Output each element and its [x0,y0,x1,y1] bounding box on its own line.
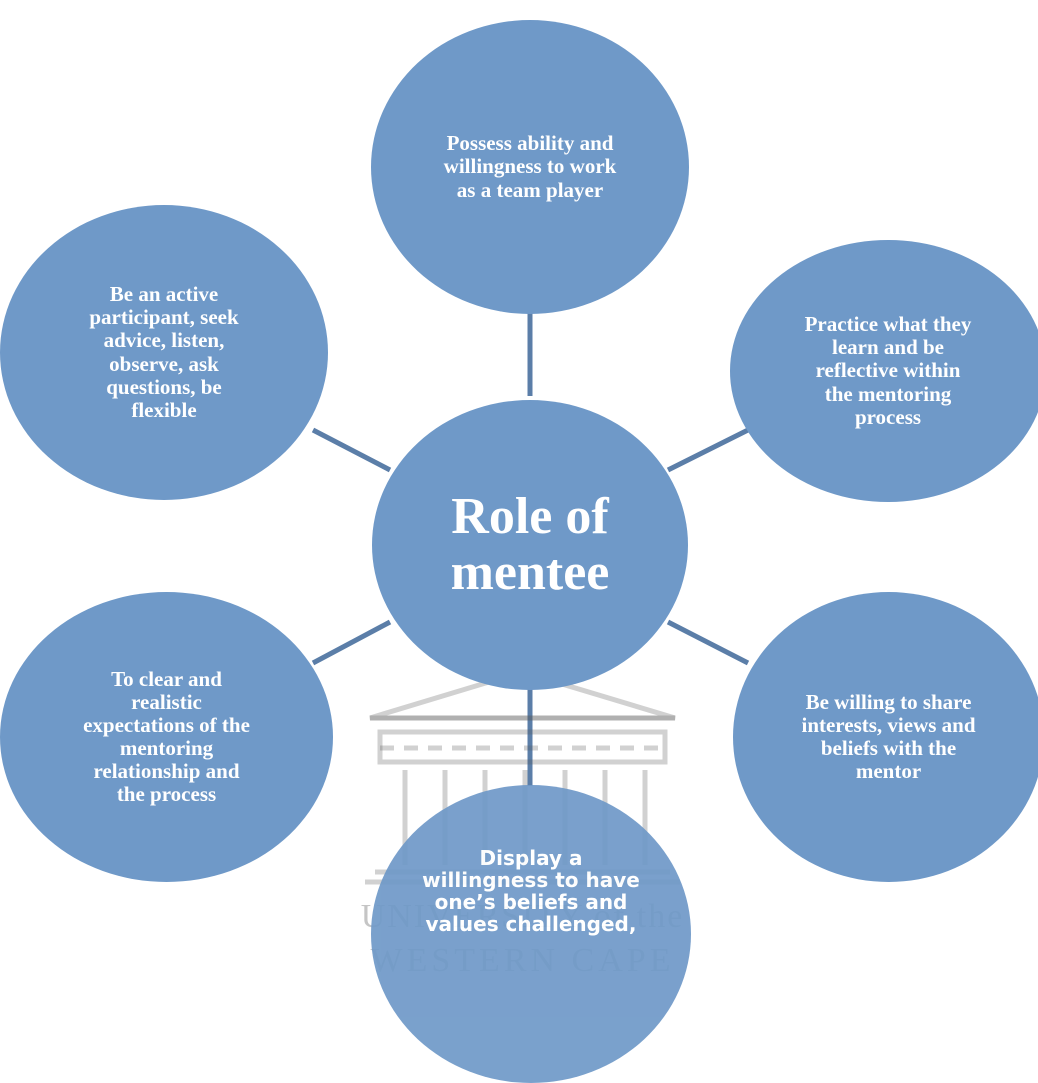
node-center: Role of mentee [372,400,688,690]
node-top-right-label: Practice what they learn and be reflecti… [804,312,972,429]
connector-top-left [311,427,392,473]
connector-bottom-right [666,619,750,666]
node-bottom: Display a willingness to have one’s beli… [371,785,691,1083]
connector-top-right [666,427,750,473]
node-bottom-left: To clear and realistic expectations of t… [0,592,333,882]
node-bottom-right: Be willing to share interests, views and… [733,592,1038,882]
node-top-left-label: Be an active participant, seek advice, l… [89,282,239,422]
node-center-label: Role of mentee [450,487,610,601]
node-top: Possess ability and willingness to work … [371,20,689,314]
node-bottom-left-label: To clear and realistic expectations of t… [83,666,250,807]
node-bottom-right-label: Be willing to share interests, views and… [801,689,976,784]
node-top-right: Practice what they learn and be reflecti… [730,240,1038,502]
connector-bottom-left [311,619,392,666]
node-bottom-label: Display a willingness to have one’s beli… [422,846,640,936]
node-top-label: Possess ability and willingness to work … [443,131,617,202]
node-top-left: Be an active participant, seek advice, l… [0,205,328,500]
